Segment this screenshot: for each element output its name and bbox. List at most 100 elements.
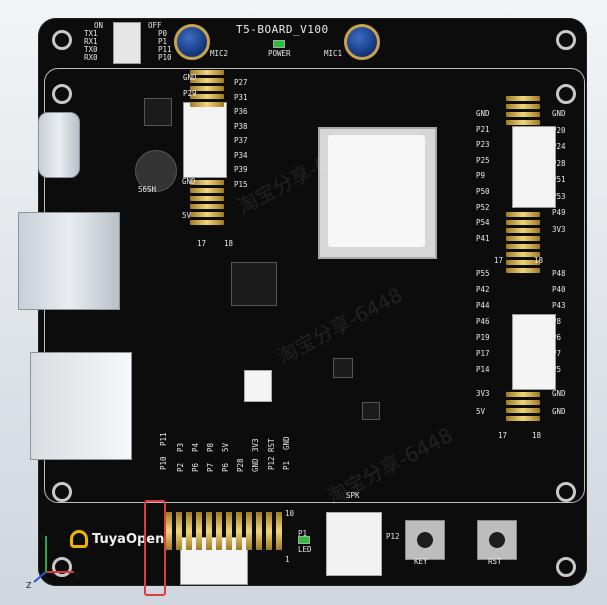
- rh2-label: P14: [476, 365, 490, 374]
- bottom-pin-label-p8: P8: [206, 442, 215, 452]
- header-pin: [190, 86, 224, 91]
- rh-label: 3V3: [552, 224, 566, 234]
- sd-card-slot[interactable]: [30, 352, 132, 460]
- bottom-pin-label-p12: P12: [267, 456, 276, 470]
- rh2-label: P5: [552, 365, 562, 374]
- lh-num-18: 18: [224, 239, 234, 248]
- capacitor: [135, 150, 177, 192]
- bottom-pin-label-p4: P4: [191, 442, 200, 452]
- header-pin: [190, 180, 224, 185]
- bp-label: P6: [221, 462, 230, 472]
- key-button[interactable]: [405, 520, 445, 560]
- rh-label: P28: [552, 158, 566, 168]
- rh-label: P20: [552, 125, 566, 135]
- bottom-pin-label-p3: P3: [176, 443, 185, 452]
- lh-label: P34: [234, 150, 248, 160]
- dip-label-p10: P10: [158, 53, 172, 62]
- bottom-pin-label-p1: P1: [282, 460, 291, 470]
- bottom-pin-label-p28: P28: [236, 458, 245, 472]
- rh2-label: P55: [476, 269, 490, 278]
- rh2-label: P40: [552, 285, 566, 294]
- header-pin: [506, 268, 540, 273]
- rh-label: P41: [476, 233, 490, 243]
- power-label: POWER: [268, 49, 291, 58]
- rh-label: P25: [476, 155, 490, 165]
- dip-label-p1: P1: [158, 37, 168, 46]
- rh-label: GND: [552, 109, 566, 118]
- header-pin: [206, 512, 212, 550]
- rh2-label: 5V: [476, 407, 486, 416]
- header-pin: [506, 416, 540, 421]
- rh2-label: P48: [552, 269, 566, 278]
- right-header-left-labels: GND P21 P23 P25 P9 P50 P52 P54 P41: [476, 106, 490, 246]
- rh-label: P23: [476, 140, 490, 150]
- left-header-pins: [190, 70, 224, 107]
- header-pin: [190, 196, 224, 201]
- bp-label: GND: [282, 436, 291, 450]
- lh-label: P37: [234, 136, 248, 145]
- lh-gnd-top: GND: [183, 73, 197, 82]
- right-header2-right-labels: P48 P40 P43 P8 P6 P7 P5 GND GND: [552, 266, 566, 420]
- chip-u2: [231, 262, 277, 306]
- header-pin: [506, 244, 540, 249]
- header-pin: [190, 70, 224, 75]
- bp-label: P8: [206, 442, 215, 452]
- header-pin: [506, 112, 540, 117]
- right-header-connector-bottom: [512, 314, 556, 390]
- tuya-logo-icon: [70, 530, 88, 548]
- reset-button[interactable]: [477, 520, 517, 560]
- mount-hole-low-right: [556, 482, 576, 502]
- bottom-header-pins: [166, 512, 282, 550]
- usb-c-port[interactable]: [38, 112, 80, 178]
- dip-switch[interactable]: [113, 22, 141, 64]
- rh-label: P21: [476, 124, 490, 134]
- dip-label-p0: P0: [158, 29, 168, 38]
- bp-label: 3V3: [251, 438, 260, 452]
- right-header-pins-bottom: [506, 392, 540, 421]
- led-label: LED: [298, 545, 312, 554]
- p1-label: P1: [298, 529, 308, 538]
- usb-a-port[interactable]: [18, 212, 120, 310]
- microphone-1: [344, 24, 380, 60]
- pcb-board: [38, 18, 587, 586]
- dip-label-p11: P11: [158, 45, 172, 54]
- chip-u3: [333, 358, 353, 378]
- rh2-label: P42: [476, 285, 490, 294]
- mount-hole-low-left: [52, 482, 72, 502]
- header-pin: [196, 512, 202, 550]
- rh2-label: GND: [552, 389, 566, 398]
- right-header-right-labels: GND P20 P24 P28 P51 P53 P49 3V3: [552, 106, 566, 238]
- speaker-connector[interactable]: [326, 512, 382, 576]
- rst-label: RST: [488, 557, 502, 566]
- bottom-pin-label-p6b: P6: [221, 462, 230, 472]
- brand-logo: TuyaOpen: [70, 530, 164, 548]
- bp-label: P4: [191, 442, 200, 452]
- lh-label: P39: [234, 165, 248, 174]
- bottom-pin-label-5v: 5V: [221, 443, 230, 452]
- dip-right-labels: OFF P0 P1 P11 P10: [148, 22, 172, 62]
- left-header-pins-lower: [190, 180, 224, 225]
- header-pin: [190, 94, 224, 99]
- header-pin: [186, 512, 192, 550]
- bp-label: P2: [176, 462, 185, 472]
- bp-label: P28: [236, 458, 245, 472]
- chip-u4: [362, 402, 380, 420]
- chip-label: 56SH: [138, 185, 157, 194]
- board-title: T5-BOARD_V100: [236, 23, 329, 36]
- rh2-label: P17: [476, 349, 490, 358]
- header-pin: [506, 120, 540, 125]
- dip-label-on: ON: [94, 21, 104, 30]
- header-pin: [166, 512, 172, 550]
- header-pin: [506, 236, 540, 241]
- header-pin: [506, 228, 540, 233]
- bottom-pin-label-gnd2: GND: [282, 436, 291, 450]
- bp-label: P1: [282, 460, 291, 470]
- rh2-label: P43: [552, 301, 566, 310]
- rh-label: P9: [476, 171, 486, 181]
- bp-label: GND: [251, 458, 260, 472]
- header-pin: [190, 220, 224, 225]
- header-pin: [226, 512, 232, 550]
- mic2-label: MIC2: [210, 49, 229, 58]
- bottom-pin-label-gnd1: GND: [251, 458, 260, 472]
- rh-label: P52: [476, 202, 490, 212]
